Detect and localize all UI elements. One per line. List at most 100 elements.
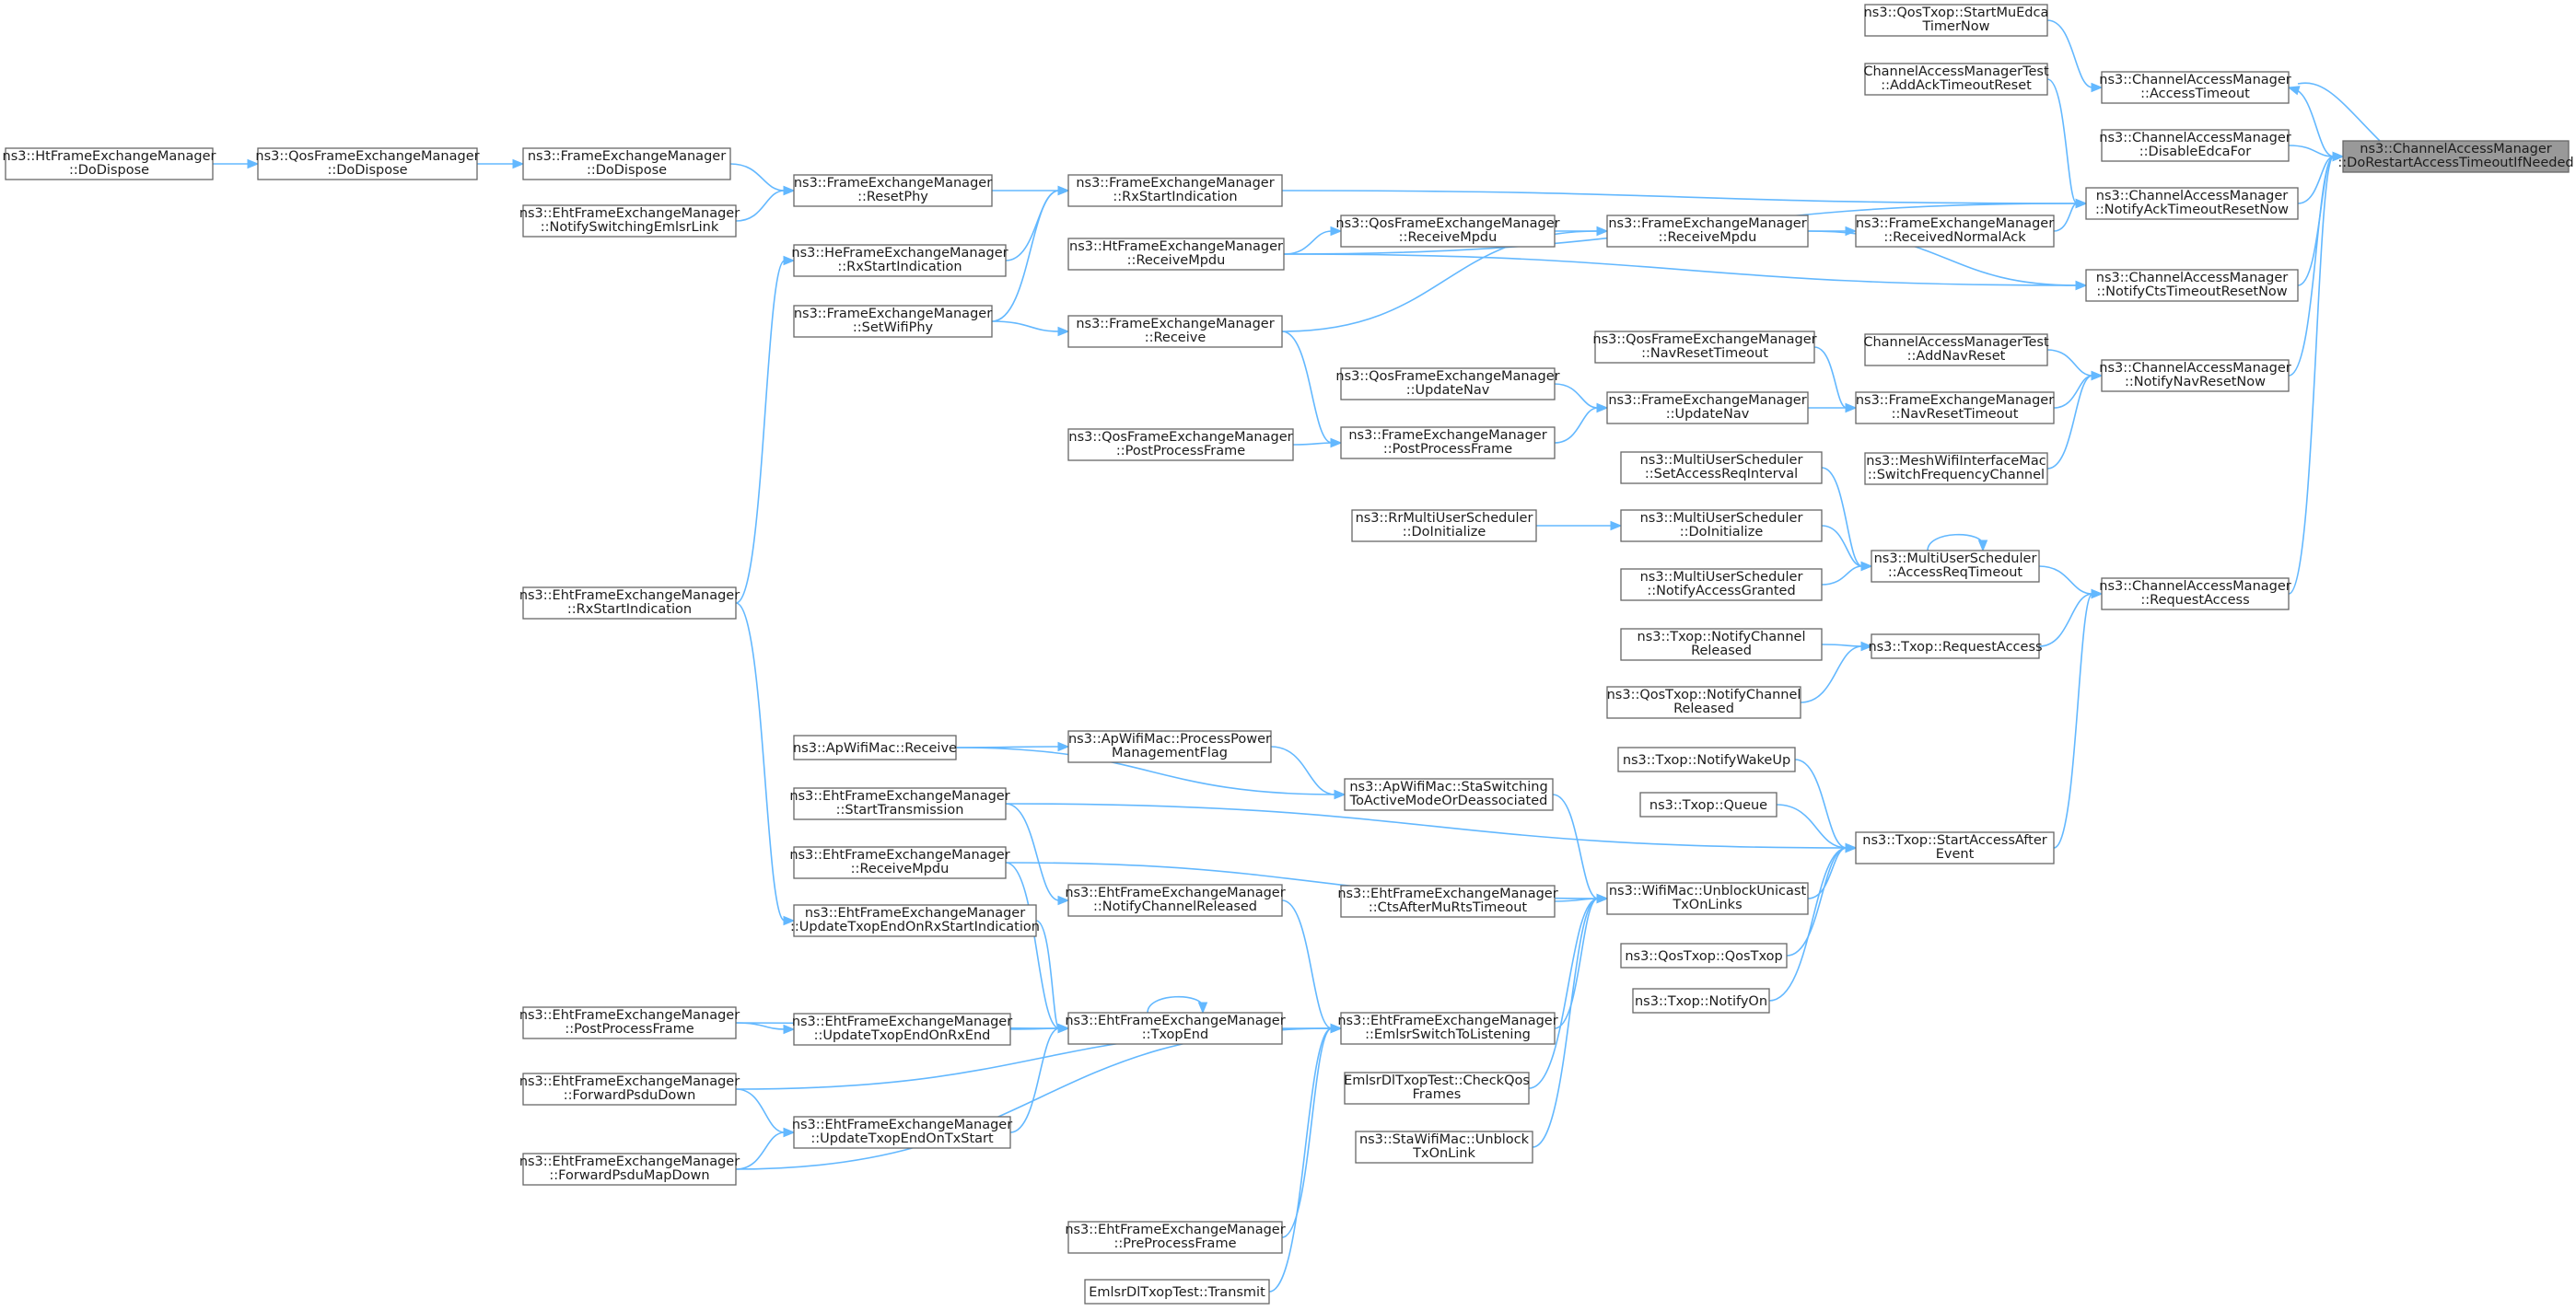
graph-node-eht_upd_txstart[interactable]: ns3::EhtFrameExchangeManager::UpdateTxop… (792, 1116, 1012, 1149)
edge-line (1813, 346, 1847, 409)
node-label: ::NotifyAccessGranted (1647, 584, 1795, 598)
graph-node-fem_rxstart[interactable]: ns3::FrameExchangeManager::RxStartIndica… (1067, 174, 1283, 207)
graph-node-notify_nav[interactable]: ns3::ChannelAccessManager::NotifyNavRese… (2099, 359, 2291, 392)
node-label: ::ReceiveMpdu (1127, 253, 1226, 268)
node-layer: ns3::ChannelAccessManager::DoRestartAcce… (3, 4, 2574, 1305)
graph-node-eht_txopend[interactable]: ns3::EhtFrameExchangeManager::TxopEnd (1065, 1012, 1286, 1045)
graph-node-ap_sta_switch[interactable]: ns3::ApWifiMac::StaSwitchingToActiveMode… (1344, 778, 1554, 811)
graph-node-emlsr_transmit[interactable]: EmlsrDlTxopTest::Transmit (1084, 1279, 1270, 1305)
graph-node-ht_dodispose[interactable]: ns3::HtFrameExchangeManager::DoDispose (3, 147, 216, 180)
node-box (1855, 831, 2055, 864)
node-box (793, 846, 1007, 879)
graph-node-cam_cts[interactable]: ns3::ChannelAccessManager::NotifyCtsTime… (2085, 269, 2299, 302)
graph-node-txop_notifyon[interactable]: ns3::Txop::NotifyOn (1632, 988, 1770, 1014)
edge-eht_rxstart-to-eht_upd_rxstart (735, 602, 796, 926)
graph-node-eht_rxstart[interactable]: ns3::EhtFrameExchangeManager::RxStartInd… (519, 586, 740, 620)
graph-node-mus_notify_granted[interactable]: ns3::MultiUserScheduler::NotifyAccessGra… (1620, 568, 1823, 601)
edge-arrowhead (1860, 641, 1873, 652)
edge-line (735, 260, 786, 604)
graph-node-mus_set_interval[interactable]: ns3::MultiUserScheduler::SetAccessReqInt… (1620, 451, 1823, 484)
node-label: ::UpdateTxopEndOnTxStart (810, 1131, 994, 1146)
graph-node-eht_notify_chrel[interactable]: ns3::EhtFrameExchangeManager::NotifyChan… (1065, 884, 1286, 917)
node-box (2101, 577, 2290, 610)
graph-node-qos_dodispose[interactable]: ns3::QosFrameExchangeManager::DoDispose (255, 147, 480, 180)
graph-node-eht_notify_emlsr[interactable]: ns3::EhtFrameExchangeManager::NotifySwit… (519, 204, 740, 238)
graph-node-ap_receive[interactable]: ns3::ApWifiMac::Receive (793, 735, 957, 760)
graph-node-qos_nav_reset[interactable]: ns3::QosFrameExchangeManager::NavResetTi… (1592, 331, 1817, 364)
edge-line (1035, 920, 1060, 1029)
node-label: ns3::EhtFrameExchangeManager (789, 789, 1009, 804)
graph-node-rr_doinit[interactable]: ns3::RrMultiUserScheduler::DoInitialize (1351, 509, 1537, 542)
graph-node-eht_fwd_map[interactable]: ns3::EhtFrameExchangeManager::ForwardPsd… (519, 1153, 740, 1186)
node-box (1855, 391, 2055, 424)
graph-node-fem_resetphy[interactable]: ns3::FrameExchangeManager::ResetPhy (793, 174, 993, 207)
graph-node-eht_start_tx[interactable]: ns3::EhtFrameExchangeManager::StartTrans… (789, 787, 1010, 820)
node-label: ns3::EhtFrameExchangeManager (1337, 887, 1557, 901)
graph-node-eht_upd_rxstart[interactable]: ns3::EhtFrameExchangeManager::UpdateTxop… (790, 904, 1040, 937)
graph-node-eht_fwd_down[interactable]: ns3::EhtFrameExchangeManager::ForwardPsd… (519, 1073, 740, 1106)
graph-node-txop_req[interactable]: ns3::Txop::RequestAccess (1868, 633, 2043, 659)
node-label: ::ReceiveMpdu (1399, 230, 1498, 245)
graph-node-eht_postproc[interactable]: ns3::EhtFrameExchangeManager::PostProces… (519, 1006, 740, 1039)
graph-node-txop_queue[interactable]: ns3::Txop::Queue (1639, 792, 1778, 818)
graph-node-fem_postproc[interactable]: ns3::FrameExchangeManager::PostProcessFr… (1340, 426, 1556, 459)
graph-node-qostxop_notify_chan[interactable]: ns3::QosTxop::NotifyChannelReleased (1606, 686, 1801, 719)
node-label: ns3::ChannelAccessManager (2099, 361, 2291, 376)
node-label: ns3::FrameExchangeManager (1348, 428, 1546, 443)
graph-node-qostxop_ctor[interactable]: ns3::QosTxop::QosTxop (1620, 943, 1788, 969)
graph-node-qos_updatenav[interactable]: ns3::QosFrameExchangeManager::UpdateNav (1335, 367, 1560, 400)
graph-node-mus_acc_req[interactable]: ns3::MultiUserScheduler::AccessReqTimeou… (1871, 550, 2040, 583)
graph-node-fem_setwifiphy[interactable]: ns3::FrameExchangeManager::SetWifiPhy (793, 305, 993, 338)
graph-node-qos_postproc[interactable]: ns3::QosFrameExchangeManager::PostProces… (1067, 428, 1294, 461)
graph-node-eht_cts_after[interactable]: ns3::EhtFrameExchangeManager::CtsAfterMu… (1337, 885, 1558, 918)
graph-node-ht_recvmpdu[interactable]: ns3::HtFrameExchangeManager::ReceiveMpdu (1067, 238, 1285, 271)
graph-node-eht_emlsr[interactable]: ns3::EhtFrameExchangeManager::EmlsrSwitc… (1337, 1012, 1558, 1045)
graph-node-eht_preproc[interactable]: ns3::EhtFrameExchangeManager::PreProcess… (1065, 1221, 1286, 1254)
graph-node-cam_req[interactable]: ns3::ChannelAccessManager::RequestAccess (2099, 577, 2291, 610)
graph-node-fem_nav_reset[interactable]: ns3::FrameExchangeManager::NavResetTimeo… (1855, 391, 2055, 424)
edge-arrowhead (1334, 789, 1346, 800)
edge-line (1268, 1027, 1333, 1293)
graph-node-acc_timeout[interactable]: ns3::ChannelAccessManager::AccessTimeout (2099, 71, 2291, 104)
node-box (1344, 778, 1554, 811)
graph-node-disable_edca[interactable]: ns3::ChannelAccessManager::DisableEdcaFo… (2099, 129, 2291, 162)
graph-node-eht_upd_rxend[interactable]: ns3::EhtFrameExchangeManager::UpdateTxop… (792, 1013, 1012, 1046)
graph-node-fem_normal_ack[interactable]: ns3::FrameExchangeManager::ReceivedNorma… (1855, 215, 2055, 248)
graph-node-fem_recvmpdu[interactable]: ns3::FrameExchangeManager::ReceiveMpdu (1606, 215, 1809, 248)
edge-arrowhead (2075, 280, 2088, 291)
edge-arrowhead (783, 915, 796, 926)
graph-node-notify_ack[interactable]: ns3::ChannelAccessManager::NotifyAckTime… (2085, 187, 2299, 220)
graph-node-eht_recvmpdu[interactable]: ns3::EhtFrameExchangeManager::ReceiveMpd… (789, 846, 1010, 879)
node-label: ::UpdateNav (1406, 383, 1490, 398)
edge-line (1532, 898, 1599, 1148)
edge-txop_queue-to-txop_start (1776, 804, 1858, 853)
node-label: ::AddNavReset (1907, 349, 2006, 364)
node-label: ns3::FrameExchangeManager (1856, 216, 2054, 231)
edge-ht_dodispose-to-qos_dodispose (213, 158, 260, 169)
graph-node-txop_notify_chan[interactable]: ns3::Txop::NotifyChannelReleased (1620, 628, 1823, 661)
graph-node-mus_doinit[interactable]: ns3::MultiUserScheduler::DoInitialize (1620, 509, 1823, 542)
graph-node-root[interactable]: ns3::ChannelAccessManager::DoRestartAcce… (2337, 140, 2574, 173)
graph-node-fem_receive[interactable]: ns3::FrameExchangeManager::Receive (1067, 315, 1283, 348)
graph-node-he_rxstart[interactable]: ns3::HeFrameExchangeManager::RxStartIndi… (791, 244, 1008, 277)
graph-node-fem_updatenav[interactable]: ns3::FrameExchangeManager::UpdateNav (1606, 391, 1809, 424)
edge-arrowhead (1197, 1002, 1208, 1015)
node-box (1606, 686, 1801, 719)
graph-node-txop_wake[interactable]: ns3::Txop::NotifyWakeUp (1617, 747, 1796, 772)
graph-node-add_ack[interactable]: ChannelAccessManagerTest::AddAckTimeoutR… (1863, 63, 2049, 96)
node-label: ns3::HeFrameExchangeManager (791, 246, 1008, 261)
node-label: ns3::MultiUserScheduler (1640, 570, 1803, 585)
node-label: ::PostProcessFrame (1383, 442, 1512, 457)
graph-node-qos_recvmpdu[interactable]: ns3::QosFrameExchangeManager::ReceiveMpd… (1335, 215, 1560, 248)
graph-node-test_addnav[interactable]: ChannelAccessManagerTest::AddNavReset (1863, 333, 2049, 366)
graph-node-fem_dodispose[interactable]: ns3::FrameExchangeManager::DoDispose (522, 147, 731, 180)
node-label: ::ForwardPsduDown (564, 1088, 696, 1103)
graph-node-ap_process_pm[interactable]: ns3::ApWifiMac::ProcessPowerManagementFl… (1067, 730, 1272, 763)
graph-node-mesh_switch[interactable]: ns3::MeshWifiInterfaceMac::SwitchFrequen… (1864, 452, 2048, 485)
edge-arrowhead (1845, 842, 1858, 853)
